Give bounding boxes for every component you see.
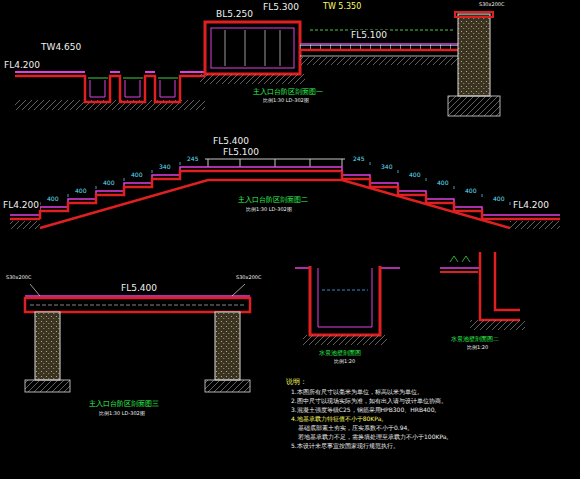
- pool-wall-section: [295, 266, 400, 345]
- scale-note: 比例1:30 LD-302图: [245, 207, 293, 213]
- elevation-label: FL5.300: [262, 2, 300, 12]
- dimension-label: 340: [380, 164, 393, 171]
- note-line: 若地基承载力不足，需换填处理至承载力不小于100KPa。: [297, 434, 453, 441]
- dimension-label: 400: [464, 188, 477, 195]
- section-two: [10, 159, 560, 229]
- section-title: 主入口台阶区剖面图一: [252, 88, 324, 96]
- note-line: 5.本设计未尽事宜按国家现行规范执行。: [290, 443, 400, 450]
- elevation-label: FL4.200: [2, 200, 40, 210]
- pool-wall-section-two: [440, 252, 525, 330]
- elevation-label: TW4.650: [40, 42, 82, 52]
- dimension-label: 340: [158, 164, 171, 171]
- scale-note: 比例1:30 LD-302图: [98, 411, 146, 417]
- dimension-label: 400: [102, 180, 115, 187]
- note-line: 2.图中尺寸以现场实际为准，如有出入请与设计单位协商。: [290, 398, 448, 405]
- elevation-label: FL4.200: [3, 60, 41, 70]
- note-line: 基础底部素土夯实，压实系数不小于0.94。: [297, 425, 414, 432]
- dimension-label: 400: [408, 172, 421, 179]
- elevation-label: FL5.400: [120, 283, 158, 293]
- dimension-label: 400: [74, 188, 87, 195]
- note-line: 3.混凝土强度等级C25，钢筋采用HPB300、HRB400。: [290, 407, 442, 414]
- notes-heading: 说明：: [285, 378, 308, 386]
- stair-step: [342, 167, 510, 215]
- scale-note: 比例1:20: [333, 359, 356, 365]
- section-title: 主入口台阶区剖面图二: [237, 196, 309, 204]
- section-one: [15, 12, 500, 116]
- material-label: S30x200C: [478, 2, 506, 8]
- material-label: S30x200C: [5, 275, 33, 281]
- dimension-label: 400: [46, 196, 59, 203]
- dimension-label: 400: [492, 196, 505, 203]
- elevation-label: FL5.100: [350, 30, 388, 40]
- section-title: 水景池壁剖面图: [318, 350, 362, 357]
- scale-note: 比例1:20: [466, 345, 489, 351]
- dimension-label: 400: [130, 172, 143, 179]
- section-title: 水景池壁剖面图二: [450, 336, 500, 343]
- dimension-label: 245: [186, 156, 199, 163]
- elevation-label: FL4.200: [512, 200, 550, 210]
- elevation-label: FL5.400: [212, 136, 250, 146]
- scale-note: 比例1:30 LD-302图: [262, 98, 310, 104]
- dimension-label: 245: [352, 156, 365, 163]
- dimension-label: 400: [436, 180, 449, 187]
- elevation-label: BL5.250: [215, 9, 254, 19]
- note-line: 4.地基承载力特征值不小于80KPa。: [290, 416, 388, 423]
- stair-step: [40, 162, 510, 205]
- note-line: 1.本图所有尺寸以毫米为单位，标高以米为单位。: [290, 389, 424, 396]
- section-three: [25, 284, 250, 392]
- material-label: S30x200C: [235, 275, 263, 281]
- elevation-label: TW 5.350: [322, 2, 362, 11]
- section-title: 主入口台阶区剖面图三: [88, 400, 160, 408]
- elevation-label: FL5.100: [222, 147, 260, 157]
